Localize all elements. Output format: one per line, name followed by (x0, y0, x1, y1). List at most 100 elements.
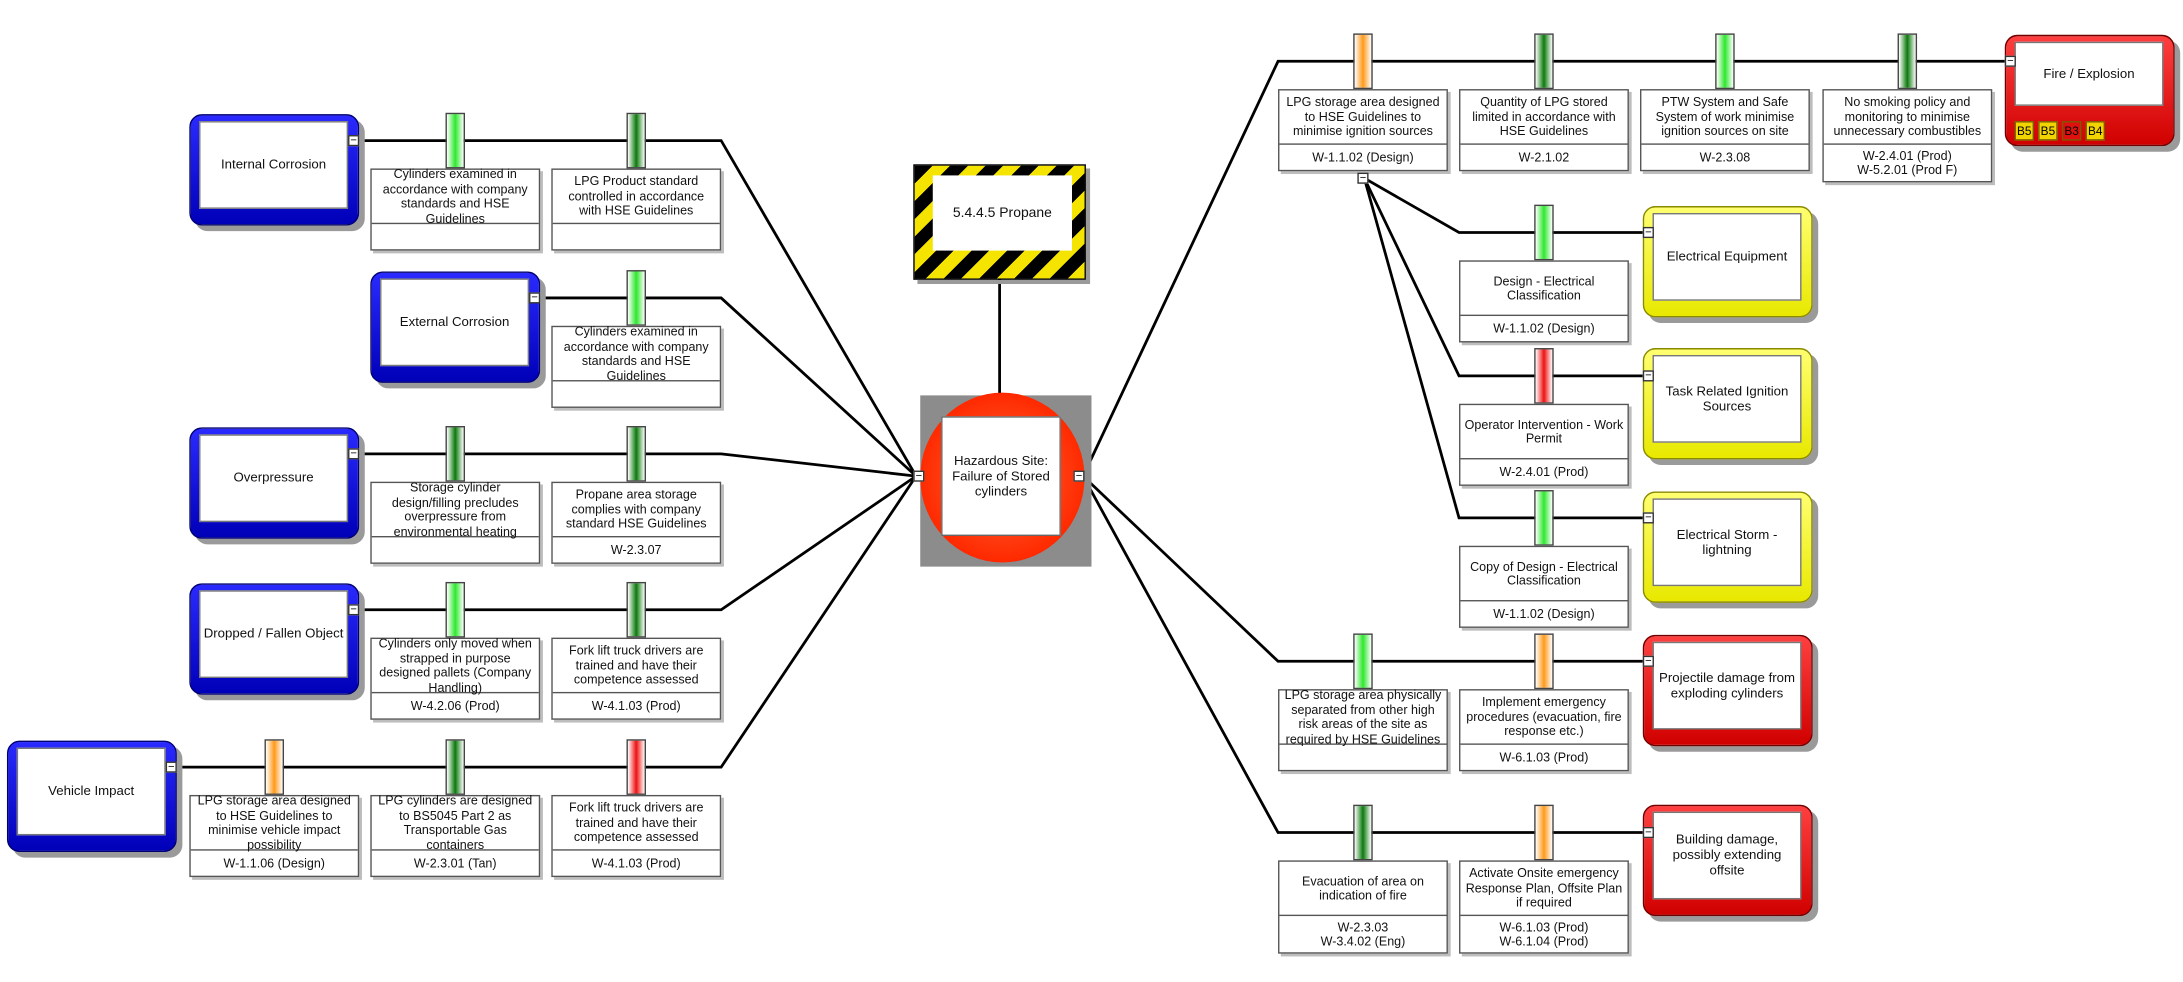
collapse-toggle[interactable]: − (2004, 55, 2016, 67)
barrier-ref-2: W-3.4.02 (Eng) (1320, 934, 1406, 949)
barrier-status-bar[interactable] (1534, 804, 1554, 861)
risk-badge[interactable]: B5 (2038, 121, 2058, 141)
barrier-box[interactable]: Activate Onsite emergency Response Plan,… (1459, 860, 1629, 954)
threat-internal-corrosion[interactable]: Internal Corrosion (189, 114, 360, 226)
barrier-box[interactable]: Storage cylinder design/filling preclude… (370, 480, 541, 564)
barrier-status-bar[interactable] (1534, 33, 1554, 90)
barrier-box[interactable]: Fork lift truck drivers are trained and … (551, 794, 722, 878)
barrier-text: Quantity of LPG stored limited in accord… (1460, 90, 1628, 145)
collapse-toggle[interactable]: − (1642, 512, 1654, 524)
collapse-toggle[interactable]: − (529, 292, 541, 304)
threat-label: Vehicle Impact (16, 747, 166, 836)
collapse-toggle[interactable]: − (1642, 226, 1654, 239)
barrier-text: Operator Intervention - Work Permit (1460, 405, 1628, 460)
barrier-status-bar[interactable] (1353, 804, 1373, 861)
consequence-electrical-equipment[interactable]: Electrical Equipment (1642, 206, 1813, 318)
barrier-box[interactable]: Cylinders only moved when strapped in pu… (370, 636, 541, 720)
barrier-box[interactable]: Copy of Design - Electrical Classificati… (1459, 545, 1629, 628)
barrier-text: Copy of Design - Electrical Classificati… (1460, 547, 1628, 602)
barrier-box[interactable]: LPG Product standard controlled in accor… (551, 168, 722, 251)
barrier-status-bar[interactable] (445, 426, 465, 482)
collapse-toggle[interactable]: − (348, 448, 360, 460)
barrier-ref-1: W-2.3.03 (1337, 919, 1389, 934)
collapse-toggle[interactable]: − (165, 761, 177, 773)
barrier-box[interactable]: Evacuation of area on indication of fire… (1278, 860, 1448, 954)
barrier-box[interactable]: Quantity of LPG stored limited in accord… (1459, 89, 1629, 172)
barrier-text: LPG storage area designed to HSE Guideli… (1279, 90, 1447, 145)
barrier-ref-1: W-1.1.06 (Design) (223, 855, 325, 870)
barrier-reference (1279, 745, 1446, 770)
barrier-status-bar[interactable] (1534, 633, 1554, 690)
risk-badge[interactable]: B4 (2085, 121, 2106, 141)
barrier-status-bar[interactable] (445, 112, 465, 169)
barrier-ref-1: W-2.3.08 (1699, 150, 1751, 164)
top-event[interactable]: Hazardous Site: Failure of Stored cylind… (920, 392, 1085, 563)
barrier-box[interactable]: Propane area storage complies with compa… (551, 481, 722, 564)
barrier-box[interactable]: LPG storage area designed to HSE Guideli… (1278, 89, 1448, 172)
collapse-toggle[interactable]: − (1642, 826, 1654, 839)
barrier-status-bar[interactable] (626, 739, 646, 795)
barrier-text: Design - Electrical Classification (1460, 262, 1628, 317)
collapse-toggle[interactable]: − (1642, 370, 1654, 382)
barrier-status-bar[interactable] (1353, 33, 1373, 90)
risk-badge[interactable]: B3 (2061, 121, 2082, 141)
barrier-status-bar[interactable] (626, 581, 646, 638)
threat-vehicle-impact[interactable]: Vehicle Impact (6, 740, 177, 853)
barrier-status-bar[interactable] (1353, 633, 1373, 690)
barrier-box[interactable]: Fork lift truck drivers are trained and … (551, 637, 722, 720)
collapse-toggle[interactable]: − (1642, 655, 1654, 667)
collapse-toggle[interactable]: − (348, 134, 360, 147)
threat-external-corrosion[interactable]: External Corrosion (370, 271, 541, 383)
barrier-box[interactable]: Implement emergency procedures (evacuati… (1459, 689, 1629, 772)
barrier-reference: W-2.4.01 (Prod) (1460, 459, 1627, 484)
barrier-status-bar[interactable] (626, 112, 646, 169)
barrier-ref-1: W-2.3.07 (610, 542, 662, 557)
collapse-toggle[interactable]: − (1357, 172, 1369, 184)
barrier-ref-1: W-2.4.01 (Prod) (1499, 464, 1589, 479)
consequence-task-related-ignition[interactable]: Task Related Ignition Sources (1642, 348, 1813, 460)
barrier-box[interactable]: PTW System and Safe System of work minim… (1640, 89, 1810, 172)
barrier-reference: W-1.1.02 (Design) (1460, 601, 1627, 626)
barrier-status-bar[interactable] (1897, 33, 1918, 90)
threat-dropped-fallen-object[interactable]: Dropped / Fallen Object (189, 583, 360, 695)
consequence-label: Electrical Equipment (1652, 213, 1802, 301)
barrier-status-bar[interactable] (1534, 204, 1554, 261)
barrier-reference: W-4.1.03 (Prod) (553, 851, 720, 876)
barrier-reference: W-2.1.02 (1460, 145, 1627, 170)
barrier-status-bar[interactable] (264, 739, 285, 795)
barrier-reference (372, 537, 539, 562)
barrier-text: Storage cylinder design/filling preclude… (371, 480, 539, 538)
consequence-projectile-damage[interactable]: Projectile damage from exploding cylinde… (1642, 634, 1813, 747)
barrier-ref-1: W-6.1.03 (Prod) (1499, 750, 1589, 764)
barrier-box[interactable]: Cylinders examined in accordance with co… (551, 324, 722, 408)
collapse-toggle[interactable]: − (348, 604, 360, 616)
barrier-status-bar[interactable] (1534, 348, 1554, 404)
threat-label: Internal Corrosion (199, 121, 349, 209)
barrier-reference: W-2.4.01 (Prod)W-5.2.01 (Prod F) (1824, 145, 1991, 181)
barrier-text: LPG Product standard controlled in accor… (552, 170, 720, 225)
barrier-box[interactable]: No smoking policy and monitoring to mini… (1822, 89, 1993, 183)
barrier-status-bar[interactable] (626, 426, 646, 482)
barrier-status-bar[interactable] (1534, 490, 1554, 546)
barrier-box[interactable]: LPG storage area designed to HSE Guideli… (189, 794, 360, 878)
barrier-status-bar[interactable] (445, 581, 465, 638)
barrier-status-bar[interactable] (1715, 33, 1735, 90)
barrier-box[interactable]: LPG storage area physically separated fr… (1278, 688, 1448, 772)
consequence-building-damage[interactable]: Building damage, possibly extending offs… (1642, 804, 1813, 917)
barrier-box[interactable]: Cylinders examined in accordance with co… (370, 167, 541, 251)
consequence-fire-explosion[interactable]: Fire / Explosion (2004, 34, 2175, 147)
consequence-electrical-storm[interactable]: Electrical Storm - lightning (1642, 491, 1813, 603)
hazard-box[interactable]: 5.4.4.5 Propane (913, 164, 1086, 280)
barrier-ref-1: W-1.1.02 (Design) (1493, 321, 1595, 336)
barrier-status-bar[interactable] (445, 739, 465, 795)
barrier-ref-1: W-1.1.02 (Design) (1493, 606, 1595, 621)
threat-overpressure[interactable]: Overpressure (189, 427, 360, 539)
collapse-consequences-toggle[interactable]: − (1073, 470, 1085, 482)
hazard-label: 5.4.4.5 Propane (932, 175, 1072, 251)
collapse-threats-toggle[interactable]: − (913, 470, 925, 482)
barrier-box[interactable]: LPG cylinders are designed to BS5045 Par… (370, 794, 541, 878)
risk-badge[interactable]: B5 (2014, 121, 2035, 141)
barrier-status-bar[interactable] (626, 270, 646, 326)
